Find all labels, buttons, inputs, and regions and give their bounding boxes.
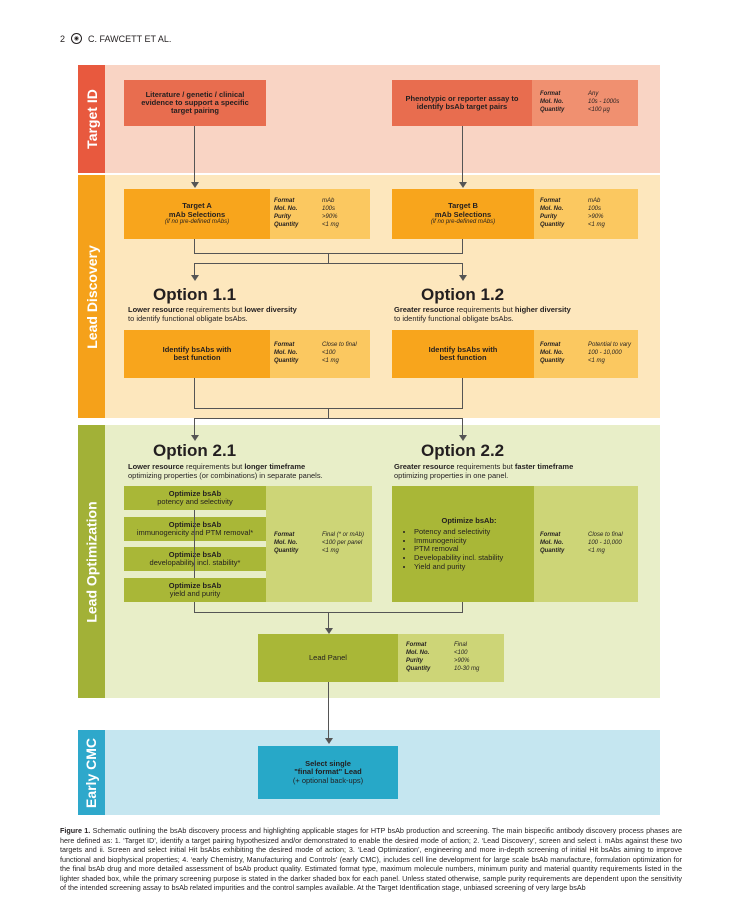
connector-line (194, 418, 463, 419)
connector-line (462, 239, 463, 253)
page-header: 2 ◉ C. FAWCETT ET AL. (60, 33, 171, 44)
phase-label-lead-optimization: Lead Optimization (78, 425, 105, 698)
lead-panel-box: Lead Panel (258, 634, 398, 682)
phenotypic-assay-box: Phenotypic or reporter assay to identify… (392, 80, 532, 126)
option-1-2-title: Option 1.2 (421, 285, 505, 304)
phase-label-early-cmc: Early CMC (78, 730, 105, 815)
arrow-down-icon (458, 182, 467, 188)
phase-label-target-id: Target ID (78, 65, 105, 173)
figure-caption: Figure 1. Schematic outlining the bsAb d… (60, 826, 682, 893)
option-1-2-identify-box: Identify bsAbs with best function (392, 330, 534, 378)
arrow-down-icon (190, 275, 199, 281)
connector-line (328, 253, 329, 263)
option-2-1-title: Option 2.1 (153, 441, 237, 460)
connector-line (194, 263, 195, 275)
connector-line (194, 263, 463, 264)
option-2-1-step-developability: Optimize bsAb developability incl. stabi… (124, 547, 266, 571)
list-item: Potency and selectivity (414, 527, 503, 537)
running-authors: C. FAWCETT ET AL. (88, 33, 172, 44)
arrow-down-icon (458, 275, 467, 281)
arrow-down-icon (190, 435, 199, 441)
list-item: Developability incl. stability (414, 553, 503, 563)
option-2-2-description: Greater resource requirements but faster… (394, 462, 574, 481)
list-item: PTM removal (414, 545, 503, 554)
option-2-2-bullet-list: Potency and selectivity Immunogenicity P… (404, 527, 503, 572)
option-2-2-optimize-box: Optimize bsAb: Potency and selectivity I… (392, 486, 534, 602)
option-1-1-description: Lower resource requirements but lower di… (128, 305, 297, 324)
option-1-2-description: Greater resource requirements but higher… (394, 305, 571, 324)
option-2-1-step-connector (194, 510, 195, 578)
connector-line (194, 126, 195, 182)
connector-line (194, 378, 195, 408)
phase-label-lead-discovery: Lead Discovery (78, 175, 105, 418)
option-2-1-description: Lower resource requirements but longer t… (128, 462, 323, 481)
figure-caption-label: Figure 1. (60, 826, 91, 835)
connector-line (462, 126, 463, 182)
option-2-1-step-yield: Optimize bsAb yield and purity (124, 578, 266, 602)
arrow-down-icon (324, 738, 333, 744)
connector-line (462, 418, 463, 435)
connector-line (328, 408, 329, 418)
phase-lead-optimization: Lead Optimization Option 2.1 Lower resou… (78, 425, 660, 698)
connector-line (194, 239, 195, 253)
arrow-down-icon (458, 435, 467, 441)
option-1-1-title: Option 1.1 (153, 285, 237, 304)
connector-line (328, 612, 329, 628)
phase-target-id: Target ID Literature / genetic / clinica… (78, 65, 660, 173)
list-item: Immunogenicity (414, 536, 503, 546)
connector-line (462, 263, 463, 275)
connector-line (328, 682, 329, 738)
option-2-1-step-potency: Optimize bsAb potency and selectivity (124, 486, 266, 510)
page-number: 2 (60, 33, 66, 44)
target-b-mab-box: Target B mAb Selections (if no pre-defin… (392, 189, 534, 239)
phase-lead-discovery: Lead Discovery Target A mAb Selections (… (78, 175, 660, 418)
arrow-down-icon (190, 182, 199, 188)
list-item: Yield and purity (414, 562, 503, 572)
phase-early-cmc: Early CMC Select single "final format" L… (78, 730, 660, 815)
option-1-1-identify-box: Identify bsAbs with best function (124, 330, 270, 378)
option-2-1-step-immunogenicity: Optimize bsAb immunogenicity and PTM rem… (124, 517, 266, 541)
connector-line (462, 378, 463, 408)
connector-line (194, 602, 195, 612)
target-a-mab-box: Target A mAb Selections (if no pre-defin… (124, 189, 270, 239)
connector-line (194, 418, 195, 435)
final-lead-selection-box: Select single "final format" Lead (+ opt… (258, 746, 398, 799)
journal-logo-icon: ◉ (71, 33, 83, 44)
target-pairing-evidence-box: Literature / genetic / clinical evidence… (124, 80, 266, 126)
connector-line (462, 602, 463, 612)
figure-caption-text: Schematic outlining the bsAb discovery p… (60, 826, 682, 892)
arrow-down-icon (324, 628, 333, 634)
option-2-2-title: Option 2.2 (421, 441, 505, 460)
